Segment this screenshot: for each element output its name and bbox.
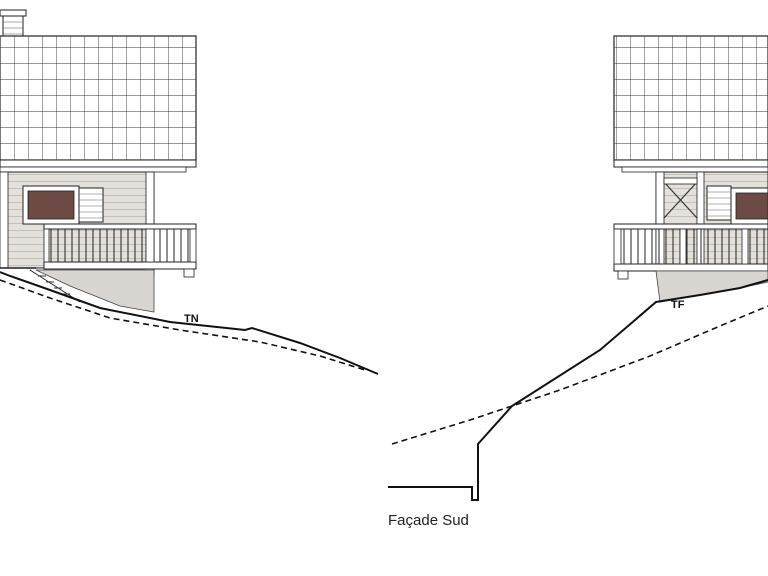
ground-label-tn: TN	[184, 313, 199, 325]
left-window	[22, 185, 104, 225]
left-foundation	[0, 267, 155, 313]
right-window	[706, 185, 768, 225]
right-elevation: TF	[388, 35, 768, 501]
right-finished-ground-line	[388, 279, 768, 501]
right-natural-ground-line	[391, 305, 768, 445]
left-finished-ground-line	[0, 279, 366, 371]
right-foundation	[655, 270, 768, 303]
drawing-caption: Façade Sud	[388, 512, 469, 529]
left-elevation: TN	[0, 9, 379, 375]
left-roof	[0, 35, 197, 173]
right-balcony	[613, 223, 768, 280]
right-roof	[613, 35, 768, 173]
ground-label-tf: TF	[671, 299, 685, 311]
left-natural-ground-line	[0, 271, 379, 375]
